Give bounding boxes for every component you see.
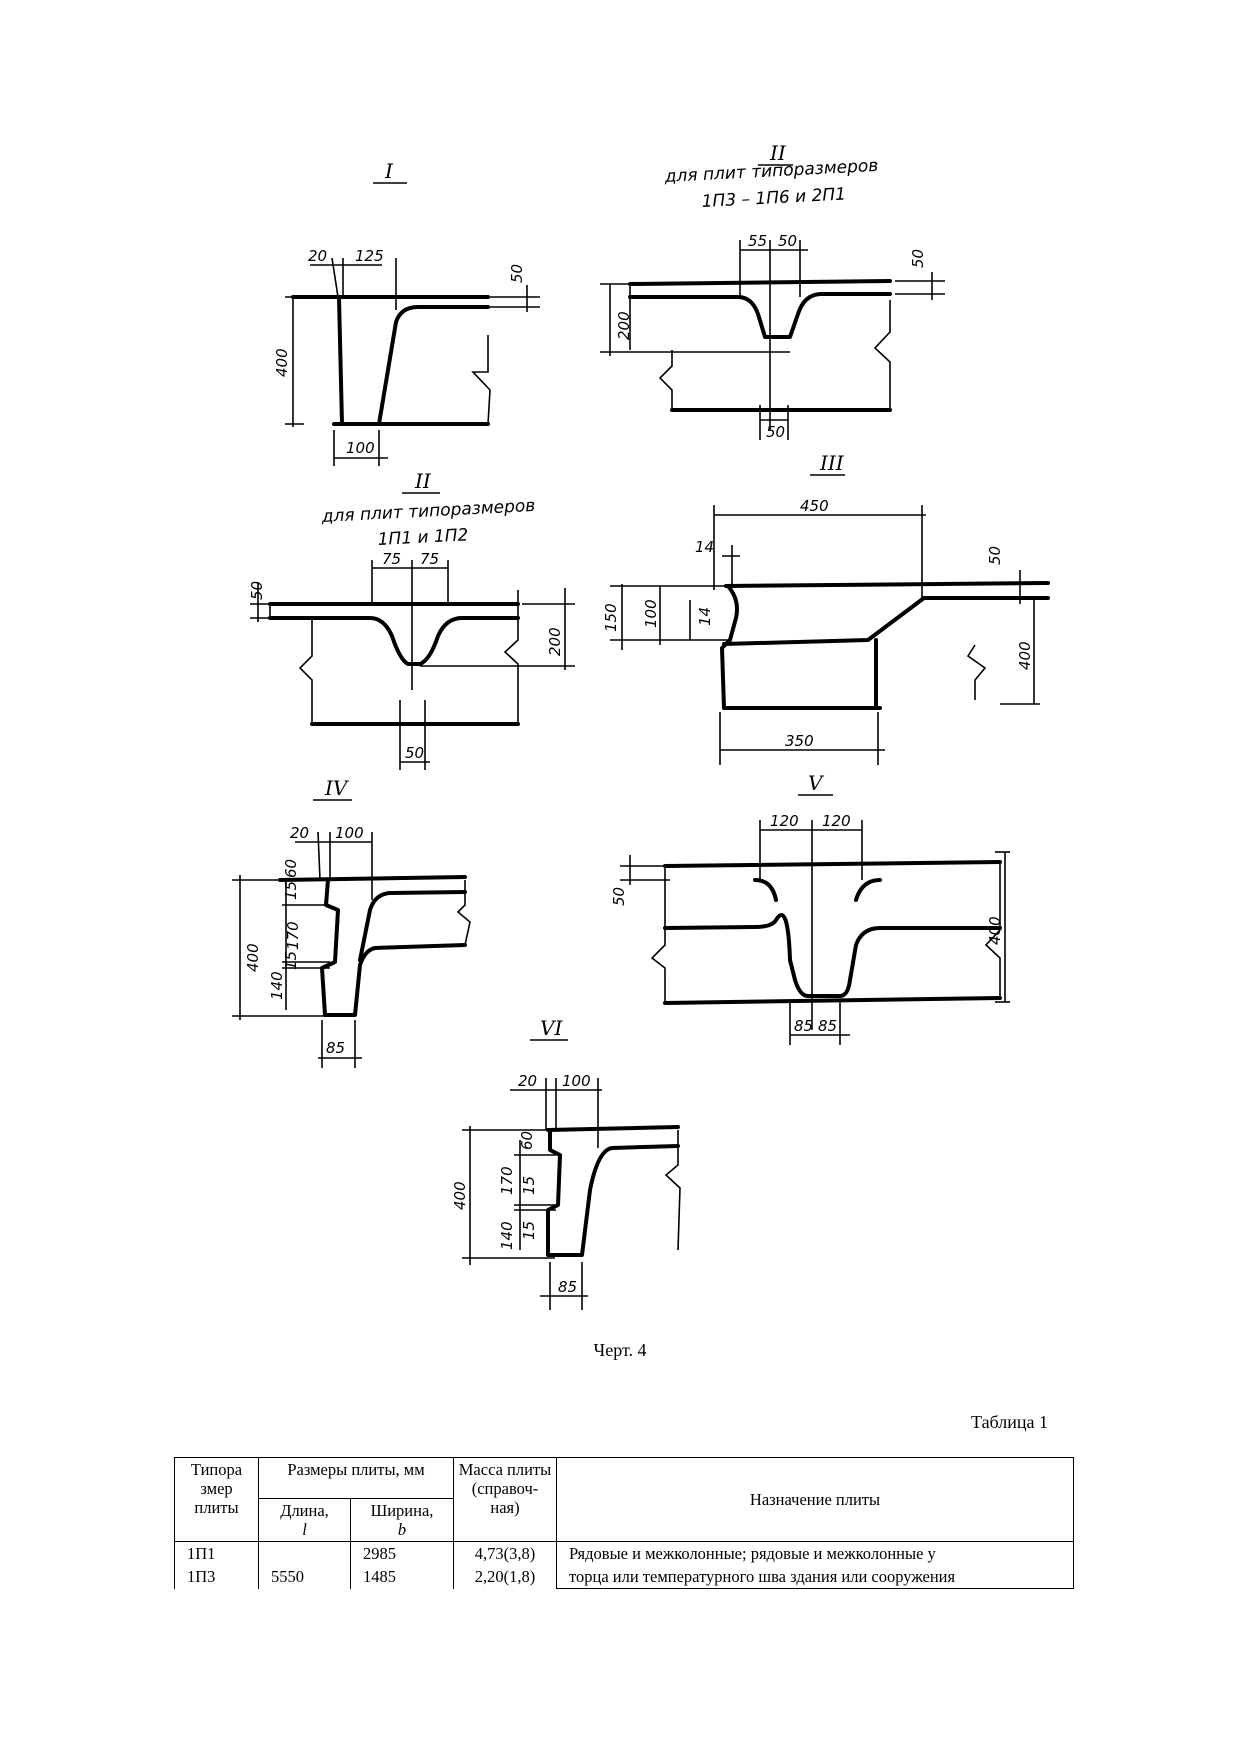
cell-width: 1485 [350,1565,454,1589]
dim-label: 350 [785,732,814,750]
dim-label: 55 [748,232,767,250]
header-dims-group: Размеры плиты, мм [258,1457,454,1499]
detail-note: для плит типоразмеров [320,496,536,527]
dim-label: 60 [518,1131,536,1150]
cell-mass: 4,73(3,8) [453,1541,557,1565]
dim-label: 120 [822,812,851,830]
detail-II-upper: II для плит типоразмеров 1П3 – 1П6 и 2П1… [600,141,945,441]
detail-label: II [414,469,432,493]
detail-note: 1П3 – 1П6 и 2П1 [701,184,846,212]
detail-III: III 450 14 50 150 100 14 400 350 [602,451,1050,765]
detail-note: 1П1 и 1П2 [377,525,469,550]
dim-label: 14 [696,607,714,626]
header-width-label: Ширина, [370,1501,434,1520]
detail-I: I 20 125 50 400 100 [273,159,540,466]
header-width: Ширина, b [350,1498,454,1542]
dim-label: 50 [986,546,1004,565]
dim-label: 200 [546,627,564,656]
dim-label: 140 [498,1221,516,1250]
cell-purpose: торца или температурного шва здания или … [556,1565,1074,1589]
dim-label: 85 [794,1017,813,1035]
detail-label: II [769,141,787,165]
dim-label: 14 [695,538,714,556]
dim-label: 20 [518,1072,537,1090]
cell-width: 2985 [350,1541,454,1565]
dim-label: 170 [284,921,302,950]
detail-VI: VI 20 100 60 170 15 15 400 140 85 [451,1016,681,1310]
header-length-label: Длина, [280,1501,329,1520]
dim-label: 400 [273,348,291,377]
dim-label: 50 [778,232,797,250]
dim-label: 170 [498,1166,516,1195]
dim-label: 150 [602,603,620,632]
dim-label: 400 [986,916,1004,945]
dim-label: 85 [326,1039,345,1057]
dim-label: 400 [451,1181,469,1210]
header-width-symbol: b [397,1520,407,1539]
dim-label: 400 [1016,641,1034,670]
dim-label: 120 [770,812,799,830]
table-row: 1П3 5550 1485 2,20(1,8) торца или темпер… [174,1565,1074,1589]
dim-label: 100 [335,824,364,842]
dim-label: 50 [248,581,266,600]
header-purpose: Назначение плиты [556,1457,1074,1542]
dim-label: 200 [615,311,633,340]
dim-label: 15 [282,951,300,970]
dim-label: 85 [558,1278,577,1296]
dim-label: 50 [405,744,424,762]
dim-label: 50 [508,264,526,283]
dim-label: 20 [290,824,309,842]
detail-note: для плит типоразмеров [663,156,879,187]
cell-type: 1П1 [174,1541,259,1565]
detail-label: VI [540,1016,563,1040]
detail-label: IV [324,776,350,800]
technical-drawing: I 20 125 50 400 100 II для плит типоразм… [232,141,1050,1310]
header-length-symbol: l [302,1520,307,1539]
header-mass: Масса плиты (справоч-ная) [453,1457,557,1542]
table-subheader-row: Длина, l Ширина, b [175,1498,1074,1542]
plates-table: Типора змер плиты Размеры плиты, мм Масс… [174,1457,1074,1589]
detail-V: V 120 120 50 400 85 85 [610,771,1010,1045]
dim-label: 140 [268,971,286,1000]
dim-label: 75 [382,550,401,568]
cell-purpose: Рядовые и межколонные; рядовые и межколо… [556,1541,1074,1565]
detail-label: I [384,159,394,183]
table-row: 1П1 2985 4,73(3,8) Рядовые и межколонные… [174,1541,1074,1565]
table-label: Таблица 1 [971,1412,1048,1432]
cell-length: 5550 [258,1565,351,1589]
header-typesize: Типора змер плиты [174,1457,259,1542]
dim-label: 125 [355,247,384,265]
detail-label: V [808,771,825,795]
dim-label: 60 [282,859,300,878]
detail-II-lower: II для плит типоразмеров 1П1 и 1П2 75 75… [248,469,575,770]
table-header-row: Типора змер плиты Размеры плиты, мм Масс… [174,1457,1074,1542]
detail-label: III [819,451,845,475]
dim-label: 100 [642,599,660,628]
dim-label: 85 [818,1017,837,1035]
dim-label: 100 [346,439,375,457]
cell-mass: 2,20(1,8) [453,1565,557,1589]
dim-label: 20 [308,247,327,265]
dim-label: 50 [610,887,628,906]
dim-label: 15 [282,881,300,900]
figure-caption: Черт. 4 [593,1340,647,1360]
dim-label: 100 [562,1072,591,1090]
header-length: Длина, l [258,1498,351,1542]
cell-type: 1П3 [174,1565,259,1589]
dim-label: 50 [766,423,785,441]
dim-label: 400 [244,943,262,972]
dim-label: 50 [909,249,927,268]
detail-IV: IV 20 100 15 60 170 15 400 140 85 [232,776,471,1068]
dim-label: 15 [520,1176,538,1195]
cell-length [258,1541,351,1565]
dim-label: 75 [420,550,439,568]
dim-label: 450 [800,497,829,515]
dim-label: 15 [520,1221,538,1240]
